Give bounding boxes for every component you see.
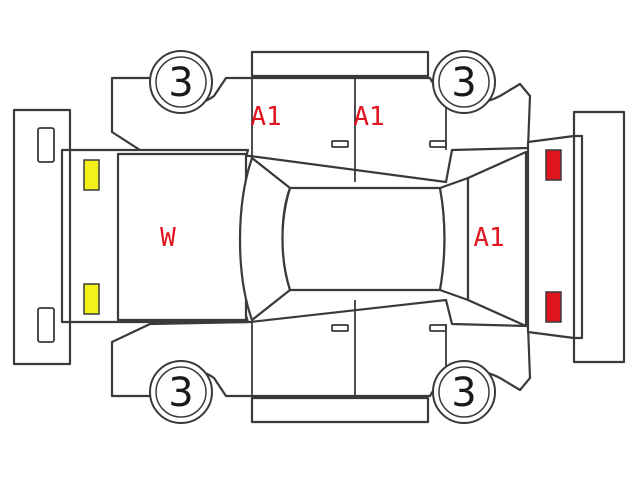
rear-lamp-right [545,291,562,323]
roof [281,186,446,292]
rear-bumper [572,110,626,364]
tire-rear-right-value: 3 [451,370,476,416]
damage-mark-tailgate: A1 [473,223,504,253]
front-lamp-left [83,159,100,191]
rear-lamp-housing-left [526,134,576,340]
tire-front-right-value: 3 [168,370,193,416]
front-lamp-right [83,283,100,315]
tire-front-right: 3 [149,360,213,424]
tire-rear-right: 3 [432,360,496,424]
tire-front-left: 3 [149,50,213,114]
rear-window [438,176,470,302]
tire-rear-left: 3 [432,50,496,114]
front-bumper [12,108,72,366]
tire-front-left-value: 3 [168,60,193,106]
rear-lamp-left [545,149,562,181]
tire-rear-left-value: 3 [451,60,476,106]
damage-mark-left-rear-door: A1 [353,102,384,132]
tailgate [466,150,528,328]
hood [68,148,250,324]
damage-mark-left-front-door: A1 [250,102,281,132]
damage-mark-hood: W [160,223,176,253]
